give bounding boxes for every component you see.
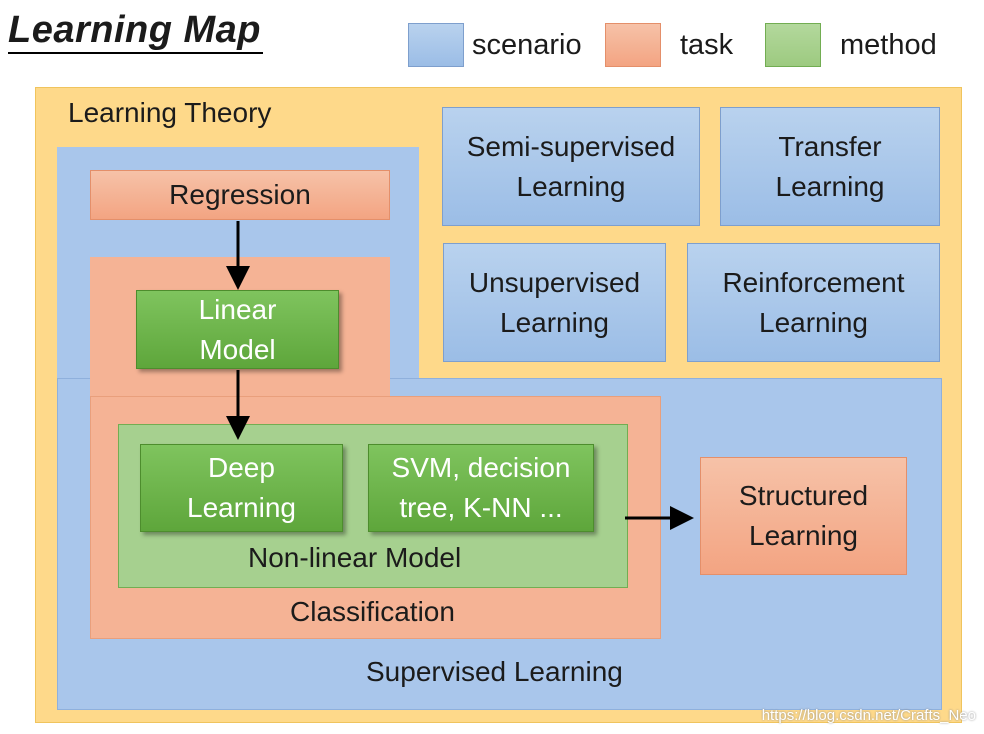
unsupervised-learning-box: Unsupervised Learning [443, 243, 666, 362]
svm-decision-tree-knn-box: SVM, decision tree, K-NN ... [368, 444, 594, 532]
legend-swatch-task [605, 23, 661, 67]
learning-theory-label: Learning Theory [68, 97, 272, 128]
linear-model-box: Linear Model [136, 290, 339, 369]
legend-swatch-method [765, 23, 821, 67]
legend-label-scenario: scenario [472, 29, 582, 61]
deep-learning-box: Deep Learning [140, 444, 343, 532]
page-title: Learning Map [8, 8, 264, 54]
classification-label: Classification [290, 596, 455, 627]
non-linear-model-label: Non-linear Model [248, 542, 462, 573]
semi-supervised-learning-box: Semi-supervised Learning [442, 107, 700, 226]
legend-swatch-scenario [408, 23, 464, 67]
regression-box: Regression [90, 170, 390, 220]
transfer-learning-box: Transfer Learning [720, 107, 940, 226]
supervised-learning-label: Supervised Learning [366, 656, 623, 687]
legend-label-method: method [840, 29, 937, 61]
structured-learning-box: Structured Learning [700, 457, 907, 575]
legend-label-task: task [680, 29, 734, 61]
reinforcement-learning-box: Reinforcement Learning [687, 243, 940, 362]
watermark-text: https://blog.csdn.net/Crafts_Neo [761, 707, 976, 724]
